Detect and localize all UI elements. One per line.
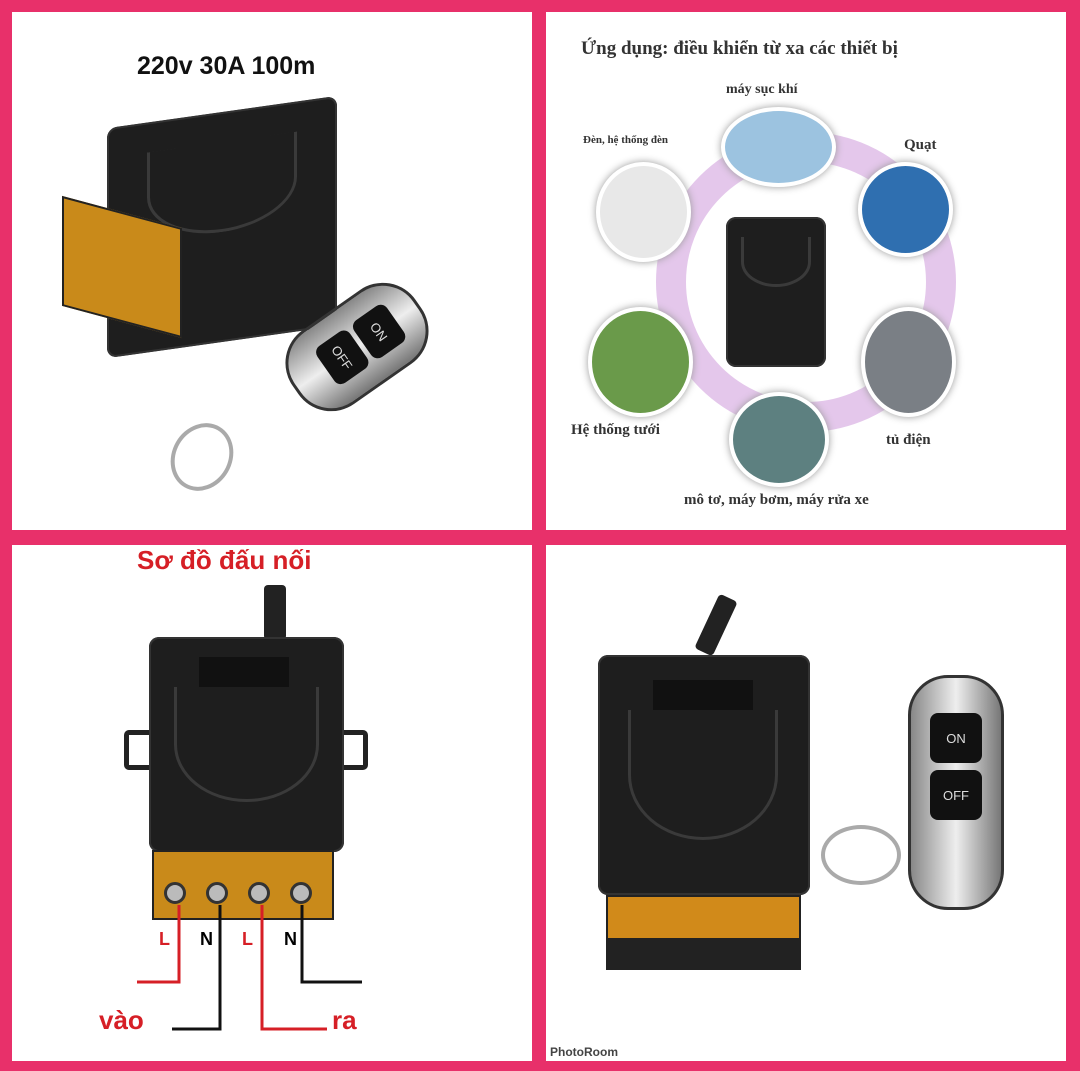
wiring-arrows bbox=[137, 905, 362, 1031]
irrigation-image bbox=[588, 307, 693, 417]
aerator-image bbox=[721, 107, 836, 187]
panel-applications: Ứng dụng: điều khiển từ xa các thiết bị … bbox=[546, 12, 1066, 530]
panel-wiring-diagram: Sơ đồ đấu nối L N L N vào ra bbox=[12, 545, 532, 1061]
terminal-block bbox=[152, 850, 334, 920]
label-aerator: máy sục khí bbox=[726, 82, 798, 97]
output-label: ra bbox=[332, 1005, 357, 1035]
antenna-image bbox=[694, 593, 738, 657]
label-irrigation: Hệ thống tưới bbox=[571, 422, 660, 438]
remote-off-button: OFF bbox=[930, 770, 982, 820]
antenna-image bbox=[264, 585, 286, 640]
label-lights: Đèn, hệ thống đèn bbox=[583, 134, 668, 146]
product-spec-title: 220v 30A 100m bbox=[137, 52, 316, 80]
terminal-label-n-in: N bbox=[200, 929, 213, 949]
wiring-title: Sơ đồ đấu nối bbox=[137, 545, 312, 575]
receiver-module-image bbox=[149, 637, 344, 852]
label-motor: mô tơ, máy bơm, máy rửa xe bbox=[684, 492, 869, 508]
terminal-base bbox=[606, 940, 801, 970]
keyring-icon bbox=[158, 411, 246, 503]
light-bulb-image bbox=[596, 162, 691, 262]
electrical-cabinet-image bbox=[861, 307, 956, 417]
motor-image bbox=[729, 392, 829, 487]
remote-control-image: ON OFF bbox=[908, 675, 1004, 910]
terminal-label-l-in: L bbox=[159, 929, 170, 949]
receiver-module-image bbox=[598, 655, 810, 895]
watermark: PhotoRoom bbox=[550, 1045, 618, 1059]
fan-image bbox=[858, 162, 953, 257]
input-label: vào bbox=[99, 1005, 144, 1035]
remote-on-button: ON bbox=[930, 713, 982, 763]
panel-product-photo: ON OFF PhotoRoom bbox=[546, 545, 1066, 1061]
terminal-block bbox=[606, 895, 801, 940]
keyring-icon bbox=[821, 825, 901, 885]
terminal-label-l-out: L bbox=[242, 929, 253, 949]
panel-product-overview: 220v 30A 100m ON OFF bbox=[12, 12, 532, 530]
applications-title: Ứng dụng: điều khiển từ xa các thiết bị bbox=[581, 38, 898, 59]
terminal-label-n-out: N bbox=[284, 929, 297, 949]
label-cabinet: tủ điện bbox=[886, 432, 931, 448]
receiver-module-image bbox=[726, 217, 826, 367]
label-fan: Quạt bbox=[904, 137, 937, 153]
